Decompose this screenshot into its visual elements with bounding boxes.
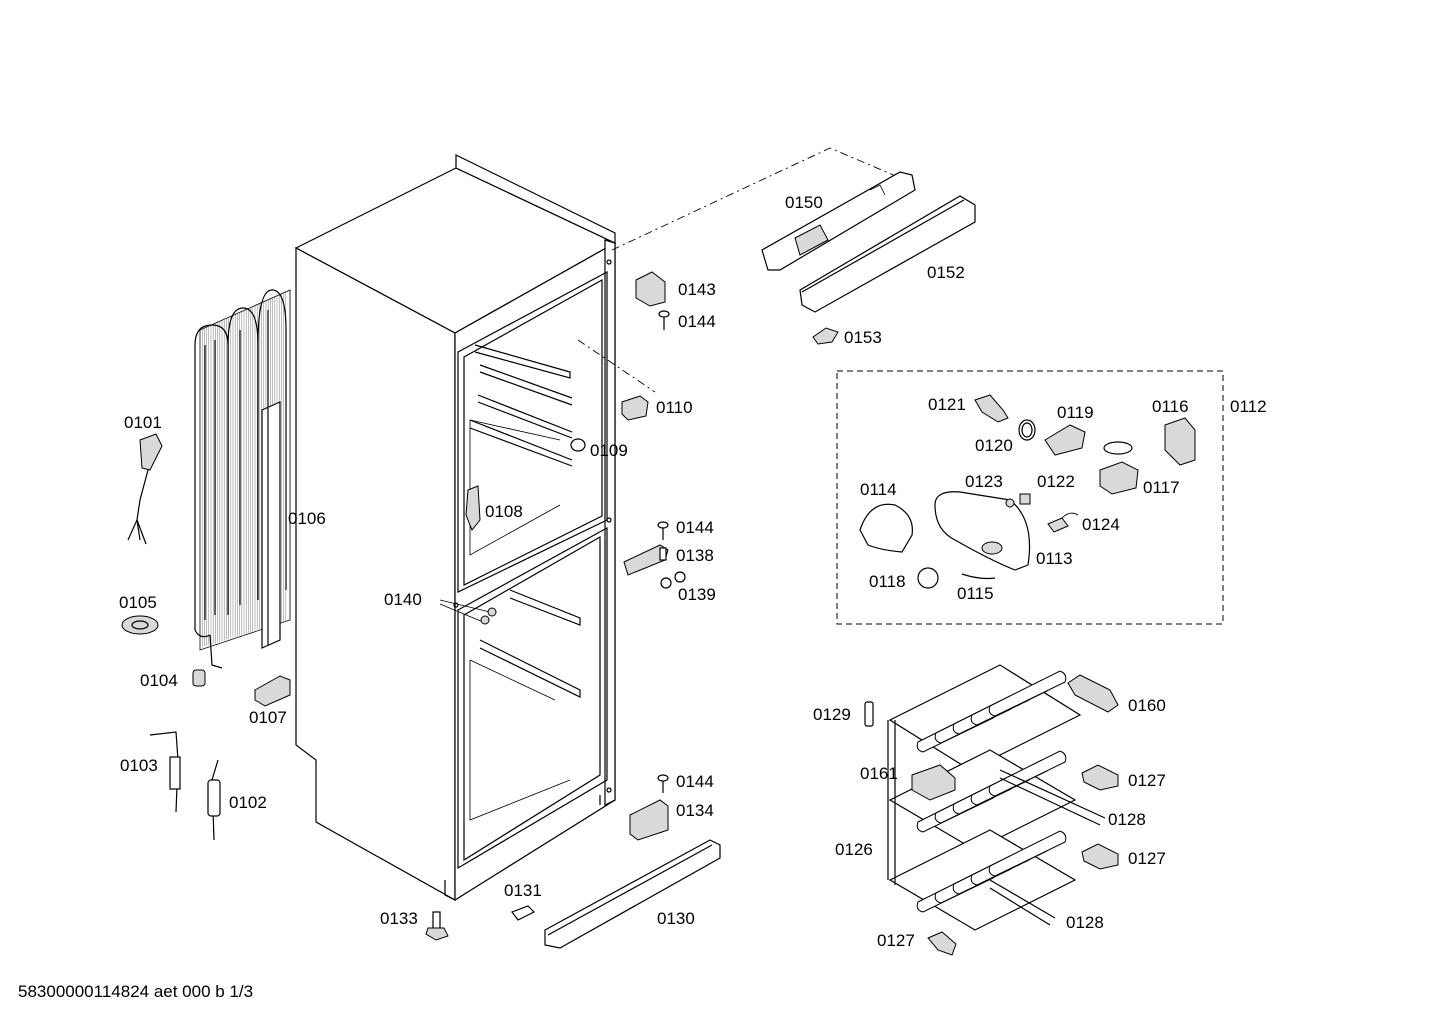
hinge-bottom [629,799,669,841]
screw-0144-a [658,310,670,330]
label-0113: 0113 [1036,549,1073,568]
adjustable-foot [425,911,449,941]
label-0144-middle: 0144 [676,518,714,537]
label-0150: 0150 [785,193,823,212]
lamp-socket [1044,424,1086,456]
evaporator-coil-row [988,670,1067,717]
label-0119: 0119 [1057,403,1094,422]
refrigerator-cabinet [294,154,617,902]
housing-0113 [934,491,1031,571]
label-0133: 0133 [380,909,418,928]
label-0103: 0103 [120,756,158,775]
label-0120: 0120 [975,436,1013,455]
label-0121: 0121 [928,395,966,414]
label-0127-c: 0127 [877,931,915,950]
clip-0160 [1067,674,1119,713]
label-0108: 0108 [485,502,523,521]
label-0106: 0106 [288,509,326,528]
tube-0103 [149,731,181,813]
drain-grommet [121,615,159,635]
label-0102: 0102 [229,793,267,812]
part-0161 [911,764,956,801]
switch-0116 [1164,417,1196,466]
label-0144-bottom: 0144 [676,772,714,791]
evaporator-coil-row [988,830,1067,877]
label-0128-a: 0128 [1108,810,1146,829]
cap-0153 [812,327,839,345]
label-0107: 0107 [249,708,287,727]
base-cover [544,839,721,949]
part-0110 [621,395,649,421]
label-0138: 0138 [676,546,714,565]
part-0108 [465,485,481,531]
screw-0123 [1005,498,1015,508]
label-0114: 0114 [860,480,897,499]
label-0109: 0109 [590,441,628,460]
screws-0140 [480,607,497,625]
evaporator-coil-row [988,750,1067,797]
thermostat-group-box [836,370,1224,625]
label-0115: 0115 [957,584,994,603]
cap-0104 [192,669,206,687]
plug-0109 [570,438,586,452]
label-0161: 0161 [860,764,898,783]
washers-0139 [660,571,686,589]
label-0134: 0134 [676,801,714,820]
label-0160: 0160 [1128,696,1166,715]
label-0140: 0140 [384,590,422,609]
hinge-top [635,271,666,307]
hinge-middle [623,544,669,576]
label-0124: 0124 [1082,515,1120,534]
label-0118: 0118 [869,572,906,591]
label-0153: 0153 [844,328,882,347]
label-0127-b: 0127 [1128,849,1166,868]
label-0131: 0131 [504,881,542,900]
handle-cover-0152 [799,195,976,313]
drawing-code: 58300000114824 aet 000 b 1/3 [18,982,254,1001]
sensor-0102 [207,759,221,841]
label-0122: 0122 [1037,472,1075,491]
clip-0122 [1019,493,1031,505]
handle-0150 [761,171,916,271]
thermostat-0117 [1099,441,1139,495]
clip-0127-b [1081,843,1119,870]
seal-0115 [961,573,996,580]
condenser-support-strip [261,401,281,649]
label-0112: 0112 [1230,397,1267,416]
label-0139: 0139 [678,585,716,604]
lamp-cover-0114 [859,503,913,553]
projection-lines [439,147,906,623]
knob-0118 [917,567,939,589]
label-0126: 0126 [835,840,873,859]
label-0130: 0130 [657,909,695,928]
screw-0144-b [657,521,669,540]
part-0131 [511,905,536,921]
label-0117: 0117 [1143,478,1180,497]
label-0110: 0110 [656,398,693,417]
freezer-evaporator [887,664,1082,931]
label-0104: 0104 [140,671,178,690]
label-0128-b: 0128 [1066,913,1104,932]
connector-0124 [1047,512,1079,533]
lamp-socket-ring [1018,419,1036,441]
label-0143: 0143 [678,280,716,299]
clip-0127-a [1081,764,1119,791]
label-0116: 0116 [1152,397,1189,416]
label-0144-top: 0144 [678,312,716,331]
part-0129 [864,701,874,727]
label-0101: 0101 [124,413,162,432]
clip-0127-c [927,931,957,956]
power-plug [127,433,163,545]
label-0127-a: 0127 [1128,771,1166,790]
screw-0144-c [657,774,669,793]
label-0152: 0152 [927,263,965,282]
lamp-bulb [974,394,1009,423]
grille-rails-0128 [989,769,1106,926]
label-0129: 0129 [813,705,851,724]
label-0105: 0105 [119,593,157,612]
bracket-0107 [254,675,291,707]
label-0123: 0123 [965,472,1003,491]
